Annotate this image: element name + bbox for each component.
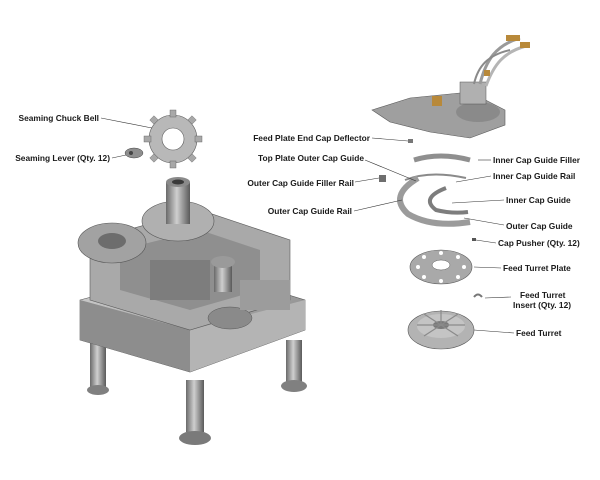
label-feed-turret-plate: Feed Turret Plate [503, 263, 571, 273]
feed-turret-insert-part [473, 293, 483, 298]
seaming-chuck-bell-part [143, 109, 203, 169]
inner-cap-guide-filler-part [413, 153, 471, 163]
label-inner-cap-guide-filler: Inner Cap Guide Filler [493, 155, 581, 165]
outer-cap-guide-rail-part [397, 175, 471, 227]
label-inner-cap-guide: Inner Cap Guide [506, 195, 571, 205]
label-seaming-lever: Seaming Lever (Qty. 12) [15, 153, 110, 163]
label-feed-turret: Feed Turret [516, 328, 562, 338]
feed-turret-part [407, 310, 475, 350]
label-outer-cap-guide-filler-rail: Outer Cap Guide Filler Rail [247, 178, 354, 188]
label-seaming-chuck-bell: Seaming Chuck Bell [18, 113, 99, 123]
inner-cap-guide-part [427, 186, 469, 215]
label-feed-turret-insert-line1: Feed Turret [520, 290, 566, 300]
cap-pusher-part [472, 238, 476, 241]
label-inner-cap-guide-rail: Inner Cap Guide Rail [493, 171, 576, 181]
label-outer-cap-guide: Outer Cap Guide [506, 221, 573, 231]
outer-cap-guide-filler-rail-part [379, 175, 386, 182]
label-top-plate-outer-cap-guide: Top Plate Outer Cap Guide [258, 153, 364, 163]
label-feed-turret-insert-line2: Insert (Qty. 12) [513, 300, 572, 310]
label-cap-pusher: Cap Pusher (Qty. 12) [498, 238, 580, 248]
feed-plate-assembly [371, 35, 530, 139]
seaming-lever-part [124, 147, 144, 159]
end-cap-deflector-part [408, 139, 413, 143]
machine-assembly [77, 177, 307, 445]
feed-turret-plate-part [409, 249, 473, 285]
label-outer-cap-guide-rail: Outer Cap Guide Rail [267, 206, 352, 216]
leader-lines [100, 117, 515, 334]
label-feed-plate-end-cap-deflector: Feed Plate End Cap Deflector [253, 133, 370, 143]
